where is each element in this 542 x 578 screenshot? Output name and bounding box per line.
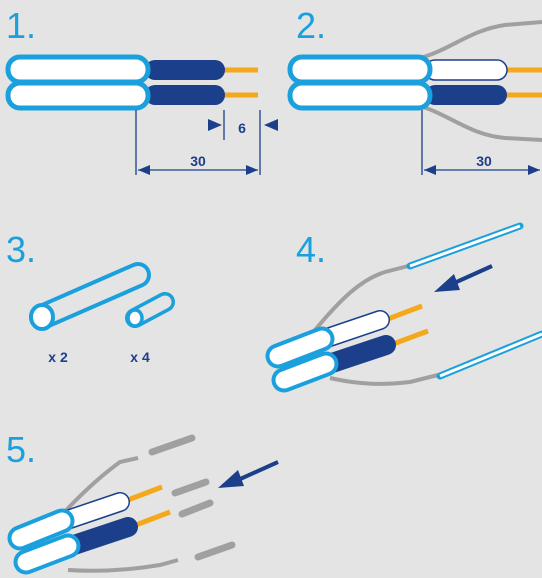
strip-length-long-label: 30 xyxy=(476,153,492,169)
gray-strand xyxy=(313,263,413,332)
step-3-number: 3. xyxy=(6,229,36,270)
step-5-number: 5. xyxy=(6,429,36,470)
direction-arrow xyxy=(218,460,279,488)
sleeve-large-quantity: x 2 xyxy=(48,349,68,365)
shrunk-sleeve-segments xyxy=(148,434,236,561)
step-4-number: 4. xyxy=(296,229,326,270)
outer-sheath xyxy=(5,54,151,85)
conductor-insulation-white xyxy=(424,59,508,81)
step-1: 1. 6 30 xyxy=(5,5,278,175)
dimension-arrows xyxy=(138,119,278,175)
dimension-arrows xyxy=(424,165,540,175)
step-2: 2. 30 xyxy=(287,5,542,175)
conductor-insulation xyxy=(425,85,507,105)
outer-sheath xyxy=(265,326,339,393)
dimension-lines xyxy=(135,110,261,175)
step-3: 3. x 2 x 4 xyxy=(6,229,175,365)
outer-sheath xyxy=(7,508,81,575)
heat-shrink-sleeve-inner xyxy=(409,224,521,268)
heat-shrink-sleeve-inner xyxy=(439,332,542,378)
strip-length-short-label: 6 xyxy=(238,120,246,136)
sleeve-small-quantity: x 4 xyxy=(130,349,150,365)
step-2-number: 2. xyxy=(296,5,326,46)
heat-shrink-sleeve-large xyxy=(29,262,151,331)
strip-length-long-label: 30 xyxy=(190,153,206,169)
conductor-insulation xyxy=(145,85,225,105)
step-4: 4. xyxy=(265,222,542,393)
gray-strand xyxy=(67,558,179,573)
outer-sheath xyxy=(287,54,433,85)
step-5: 5. xyxy=(6,429,279,575)
gray-strand xyxy=(419,104,542,142)
outer-sheath xyxy=(5,80,151,111)
outer-sheath xyxy=(287,80,433,111)
step-1-number: 1. xyxy=(6,5,36,46)
dimension-lines xyxy=(421,110,540,175)
gray-strand xyxy=(419,20,542,60)
direction-arrow xyxy=(434,264,493,292)
conductor-insulation xyxy=(145,60,225,80)
heat-shrink-sleeve-small xyxy=(125,292,175,328)
gray-strand xyxy=(329,373,439,386)
